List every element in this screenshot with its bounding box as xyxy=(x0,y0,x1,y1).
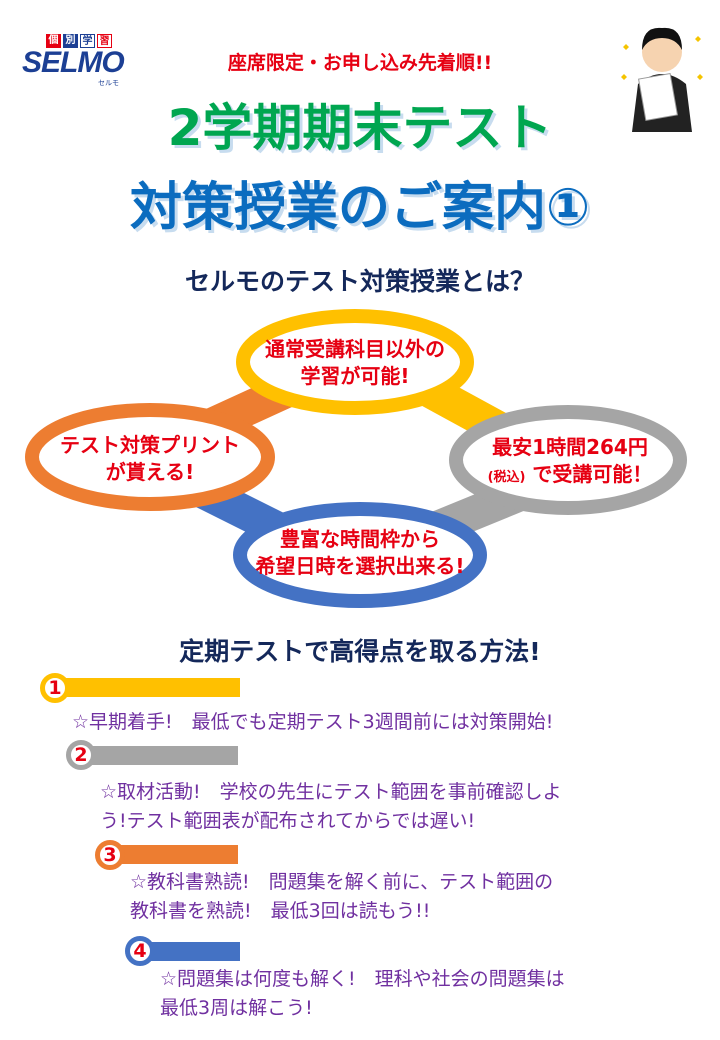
tip-text: ☆教科書熟読! 問題集を解く前に、テスト範囲の教科書を熟読! 最低3回は読もう!… xyxy=(130,871,554,922)
feature-label: 最安1時間264円(税込) で受講可能！ xyxy=(487,435,653,486)
logo-char: 個 xyxy=(46,34,61,48)
section-heading-tips: 定期テストで高得点を取る方法! xyxy=(179,637,541,666)
tip-text: ☆早期着手! 最低でも定期テスト3週間前には対策開始! xyxy=(72,711,554,733)
selmo-logo: 個 別 学 習 SELMO セルモ xyxy=(22,34,142,87)
section-heading-features: セルモのテスト対策授業とは？ xyxy=(184,267,535,296)
tip-text: ☆取材活動! 学校の先生にテスト範囲を事前確認しよう!テスト範囲表が配布されてか… xyxy=(100,781,562,832)
title-line2: 対策授業のご案内① xyxy=(129,178,591,238)
tip-number-badge: 3 xyxy=(95,840,125,870)
tip-bar xyxy=(88,746,238,765)
tip-bar xyxy=(62,678,240,697)
tip-bar xyxy=(117,845,238,864)
tip-bar xyxy=(148,942,240,961)
features-cycle-diagram xyxy=(25,309,687,608)
logo-sub: セルモ xyxy=(98,79,119,87)
logo-wordmark: SELMO xyxy=(22,46,125,79)
title-line1: 2学期期末テスト xyxy=(167,99,553,157)
tip-number-badge: 1 xyxy=(40,673,70,703)
feature-ellipse-blue xyxy=(233,502,487,608)
logo-char: 学 xyxy=(80,34,95,48)
logo-char: 習 xyxy=(97,34,112,48)
feature-label: テスト対策プリントが貰える! xyxy=(60,433,240,484)
tip-number-badge: 2 xyxy=(66,740,96,770)
feature-ellipse-yellow xyxy=(236,309,474,415)
tip-text: ☆問題集は何度も解く! 理科や社会の問題集は最低3周は解こう! xyxy=(160,968,565,1019)
feature-ellipse-gray xyxy=(449,405,687,515)
student-reading-illustration xyxy=(621,27,703,132)
feature-label: 通常受講科目以外の学習が可能! xyxy=(265,337,445,388)
tip-number-badge: 4 xyxy=(125,936,155,966)
notice-text: 座席限定・お申し込み先着順!! xyxy=(227,52,493,74)
feature-ellipse-orange xyxy=(25,403,275,511)
feature-label: 豊富な時間枠から希望日時を選択出来る! xyxy=(255,527,465,578)
logo-char: 別 xyxy=(63,34,78,48)
